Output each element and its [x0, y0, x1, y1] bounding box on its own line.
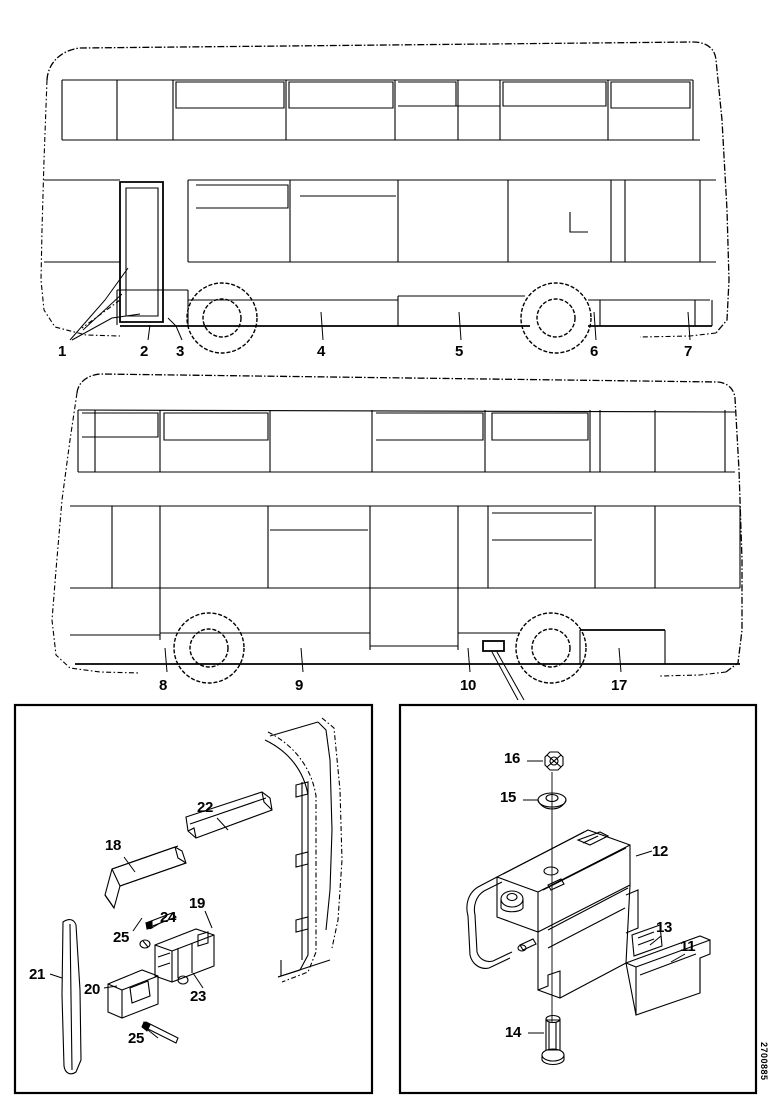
- callout-20: 20: [84, 981, 101, 998]
- part-12-tank: [466, 829, 639, 999]
- front-wheel: [186, 282, 258, 354]
- callout-13: 13: [656, 919, 673, 936]
- callout-15: 15: [500, 789, 517, 806]
- part-16-nut: [544, 751, 564, 771]
- callout-7: 7: [684, 343, 693, 360]
- part-14-bolt: [541, 1014, 565, 1066]
- detail-panel-right-contents: [466, 751, 711, 1066]
- callout-19: 19: [189, 895, 206, 912]
- callout-22: 22: [197, 799, 214, 816]
- callout-21: 21: [29, 966, 46, 983]
- callout-16: 16: [504, 750, 521, 767]
- callout-25-lower: 25: [128, 1030, 145, 1047]
- detail-panel-left-frame: [13, 703, 374, 1095]
- callout-2: 2: [140, 343, 149, 360]
- callout-17: 17: [611, 677, 628, 694]
- upper-bus-elevation: [40, 41, 730, 354]
- callout-23: 23: [190, 988, 207, 1005]
- callout-10: 10: [460, 677, 477, 694]
- callout-24: 24: [160, 909, 177, 926]
- rear-wheel: [520, 282, 592, 354]
- callout-12: 12: [652, 843, 669, 860]
- callout-5: 5: [455, 343, 464, 360]
- front-wheel-2: [173, 612, 245, 684]
- callout-3: 3: [176, 343, 185, 360]
- callout-18: 18: [105, 837, 122, 854]
- rear-wheel-2: [515, 612, 587, 684]
- callout-1: 1: [58, 343, 67, 360]
- detail-panel-right-frame: [398, 703, 758, 1095]
- callout-8: 8: [159, 677, 168, 694]
- detail-panel-left-contents: [49, 717, 343, 1075]
- callout-11: 11: [680, 938, 696, 955]
- lower-bus-elevation: [51, 373, 743, 701]
- callout-4: 4: [317, 343, 326, 360]
- callout-25: 25: [113, 929, 130, 946]
- drawing-code: 2700885: [759, 1042, 769, 1081]
- callout-9: 9: [295, 677, 304, 694]
- callout-6: 6: [590, 343, 599, 360]
- callout-14: 14: [505, 1024, 522, 1041]
